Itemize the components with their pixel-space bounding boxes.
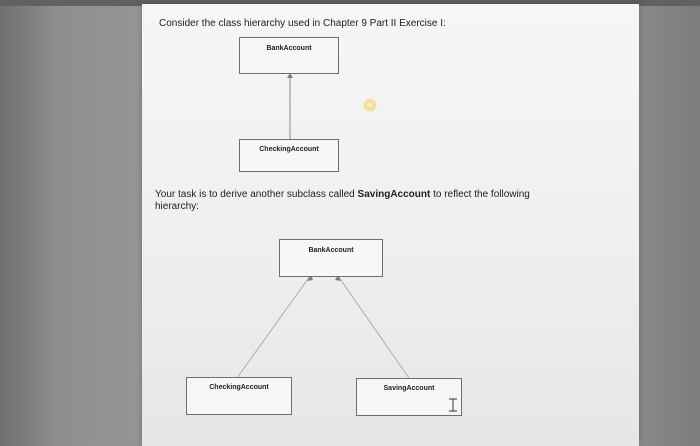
connector-saving-to-bank: [337, 275, 410, 379]
text-cursor-icon: [449, 398, 457, 412]
class-name-label: SavingAccount: [383, 385, 435, 392]
class-name-label: BankAccount: [308, 247, 354, 254]
uml-class-bankaccount: BankAccount: [239, 37, 339, 74]
connector-checking-to-bank-2: [236, 275, 311, 379]
uml-class-checkingaccount: CheckingAccount: [186, 377, 292, 415]
hierarchy-connectors: [236, 73, 410, 379]
task-text-before: Your task is to derive another subclass …: [155, 189, 358, 200]
task-text: Your task is to derive another subclass …: [155, 189, 575, 213]
arrowhead-right: [335, 275, 341, 281]
uml-class-checkingaccount: CheckingAccount: [239, 139, 339, 172]
arrowhead-diagram1: [287, 73, 293, 78]
monitor-bezel: [0, 0, 700, 6]
document-page: Consider the class hierarchy used in Cha…: [142, 4, 639, 446]
class-name-label: CheckingAccount: [209, 384, 269, 391]
uml-class-savingaccount: SavingAccount: [356, 378, 462, 416]
task-text-after: to reflect the following hierarchy:: [155, 189, 530, 212]
class-name-label: BankAccount: [266, 45, 312, 52]
task-text-class-name: SavingAccount: [357, 189, 431, 200]
uml-class-bankaccount: BankAccount: [279, 239, 383, 277]
intro-text: Consider the class hierarchy used in Cha…: [159, 18, 446, 29]
screen-glare: [363, 98, 377, 112]
class-name-label: CheckingAccount: [259, 146, 319, 153]
